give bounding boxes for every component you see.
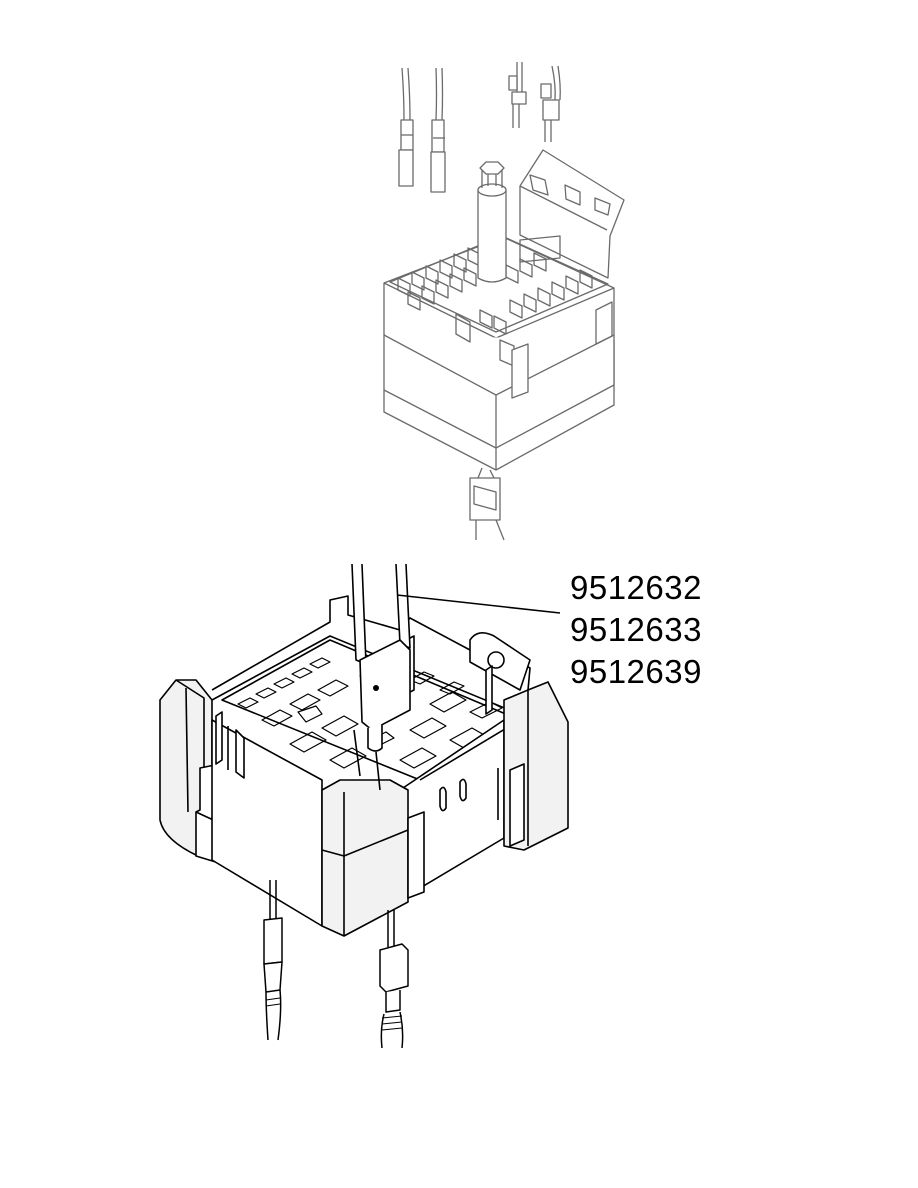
lower-fuse-box-housing bbox=[159, 595, 569, 937]
upper-relay-block bbox=[383, 62, 625, 541]
upper-bolt-post bbox=[477, 161, 507, 283]
part-number-label-1: 9512632 bbox=[570, 569, 702, 606]
lower-connectors bbox=[263, 880, 409, 1049]
housing-front-corner bbox=[321, 779, 409, 937]
callout-leader-line bbox=[396, 594, 561, 614]
upper-socket-grid bbox=[389, 235, 609, 367]
upper-bottom-connector bbox=[469, 467, 505, 541]
upper-terminal-right-1 bbox=[508, 62, 527, 128]
upper-terminal-left-2 bbox=[430, 67, 446, 193]
upper-terminal-right-2 bbox=[540, 65, 561, 142]
upper-terminal-left-1 bbox=[398, 67, 414, 187]
removal-tool bbox=[351, 563, 411, 791]
part-number-label-3: 9512639 bbox=[570, 653, 702, 690]
part-number-label-2: 9512633 bbox=[570, 611, 702, 648]
